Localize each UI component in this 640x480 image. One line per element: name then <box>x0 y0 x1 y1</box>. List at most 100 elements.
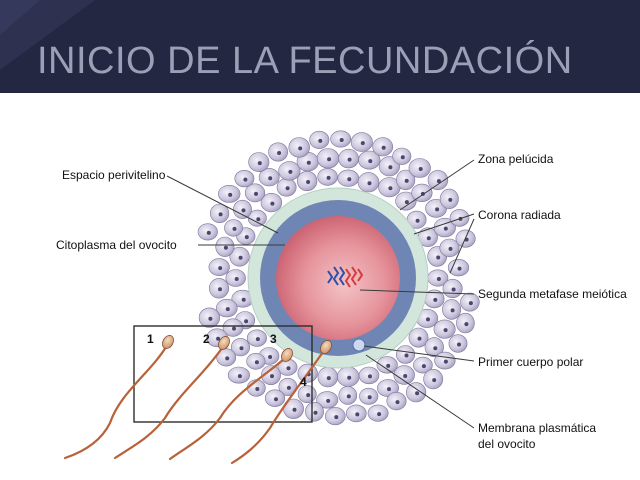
corona-cell-nucleus <box>355 412 360 417</box>
corona-cell-nucleus <box>255 387 260 391</box>
label-metafase: Segunda metafase meiótica <box>478 287 627 301</box>
corona-cell-nucleus <box>464 322 469 327</box>
corona-cell-nucleus <box>368 159 373 164</box>
label-corona-radiada: Corona radiada <box>478 208 561 222</box>
corona-cell-nucleus <box>432 378 437 383</box>
corona-cell-nucleus <box>268 355 273 359</box>
corona-cell-nucleus <box>313 410 318 415</box>
corona-cell-nucleus <box>404 353 409 358</box>
corona-cell-nucleus <box>286 366 291 371</box>
corona-cell-nucleus <box>292 407 297 412</box>
corona-cell-nucleus <box>228 192 233 197</box>
corona-cell-nucleus <box>268 176 273 181</box>
sperm-number-2: 2 <box>203 332 210 346</box>
diagram-panel: Espacio perivitelino Citoplasma del ovoc… <box>0 93 640 480</box>
corona-cell-nucleus <box>244 319 249 324</box>
corona-cell-nucleus <box>285 186 290 191</box>
corona-cell-nucleus <box>298 146 303 151</box>
sperm-tail <box>113 346 224 460</box>
corona-cell-nucleus <box>327 157 332 162</box>
oocyte-diagram <box>63 130 480 465</box>
corona-cell-nucleus <box>241 297 246 302</box>
corona-cell-nucleus <box>468 301 473 306</box>
corona-cell-nucleus <box>436 179 441 184</box>
corona-cell-nucleus <box>436 277 441 281</box>
corona-cell-nucleus <box>237 374 242 379</box>
corona-cell-nucleus <box>367 181 372 186</box>
corona-cell-nucleus <box>415 391 420 396</box>
sperm-number-1: 1 <box>147 332 154 346</box>
metaphase-chromosomes <box>327 266 364 288</box>
sperm-tail <box>63 345 168 460</box>
corona-cell-nucleus <box>443 226 448 231</box>
label-espacio-perivitelino: Espacio perivitelino <box>62 168 166 182</box>
corona-cell-nucleus <box>225 307 230 312</box>
title-decoration <box>0 0 95 70</box>
sperm-group <box>63 335 332 465</box>
corona-cell-nucleus <box>404 178 409 183</box>
corona-cell-nucleus <box>232 226 237 231</box>
corona-cell-nucleus <box>206 230 211 235</box>
corona-cell-nucleus <box>448 197 453 202</box>
corona-cell-nucleus <box>388 165 393 170</box>
corona-cell-nucleus <box>208 316 213 321</box>
corona-cell-nucleus <box>360 141 365 146</box>
corona-cell-nucleus <box>448 246 453 251</box>
corona-cell-nucleus <box>404 200 409 205</box>
sperm-head <box>218 336 230 350</box>
oocyte-cytoplasm <box>276 216 400 340</box>
corona-cell-nucleus <box>457 266 462 271</box>
corona-cell-nucleus <box>216 336 221 341</box>
corona-cell-nucleus <box>426 317 430 322</box>
corona-cell-nucleus <box>457 342 461 347</box>
corona-cell-nucleus <box>239 346 244 351</box>
corona-cell-nucleus <box>218 266 223 271</box>
corona-cell-nucleus <box>339 138 344 142</box>
corona-cell-nucleus <box>443 359 448 364</box>
corona-cell-nucleus <box>223 245 228 250</box>
corona-cell-nucleus <box>274 397 278 402</box>
corona-cell-nucleus <box>386 363 391 368</box>
sperm-head <box>281 348 293 362</box>
corona-cell-nucleus <box>234 277 239 281</box>
sperm-head <box>320 340 332 354</box>
corona-cell-nucleus <box>400 155 405 160</box>
corona-cell-nucleus <box>347 177 352 182</box>
corona-cell-nucleus <box>450 308 455 313</box>
label-cuerpo-polar: Primer cuerpo polar <box>478 355 584 369</box>
corona-cell-nucleus <box>238 255 243 260</box>
corona-cell-nucleus <box>435 207 440 212</box>
corona-cell-nucleus <box>270 374 274 379</box>
corona-cell-nucleus <box>306 160 311 165</box>
corona-cell-nucleus <box>433 297 438 302</box>
corona-cell-nucleus <box>415 218 420 223</box>
corona-cell-nucleus <box>346 394 351 399</box>
corona-cell-nucleus <box>232 326 236 331</box>
corona-cell-nucleus <box>218 287 222 292</box>
corona-cell-nucleus <box>254 360 259 365</box>
corona-cell-nucleus <box>334 415 339 420</box>
corona-cell-nucleus <box>318 138 323 143</box>
polar-body <box>352 338 366 352</box>
corona-cell-nucleus <box>367 395 372 400</box>
corona-cell-nucleus <box>243 177 248 182</box>
corona-cell-nucleus <box>218 212 223 217</box>
label-membrana-1: Membrana plasmática <box>478 421 597 435</box>
corona-cell-nucleus <box>387 387 391 392</box>
corona-cell-nucleus <box>395 400 400 405</box>
title-bar: INICIO DE LA FECUNDACIÓN <box>0 0 640 93</box>
corona-cell-nucleus <box>326 175 331 180</box>
sperm-head <box>162 335 174 349</box>
label-membrana-2: del ovocito <box>478 437 536 451</box>
corona-cell-nucleus <box>256 217 261 222</box>
corona-cell-nucleus <box>347 157 352 162</box>
leader-lines <box>166 159 475 429</box>
corona-cell-nucleus <box>368 374 372 379</box>
sperm-tail <box>230 350 325 465</box>
sperm-tail <box>168 357 286 461</box>
corona-cell-nucleus <box>443 328 448 333</box>
corona-cell-nucleus <box>277 151 282 155</box>
corona-cell-nucleus <box>326 376 331 381</box>
corona-cell-nucleus <box>403 374 408 378</box>
corona-cell-nucleus <box>436 255 441 260</box>
